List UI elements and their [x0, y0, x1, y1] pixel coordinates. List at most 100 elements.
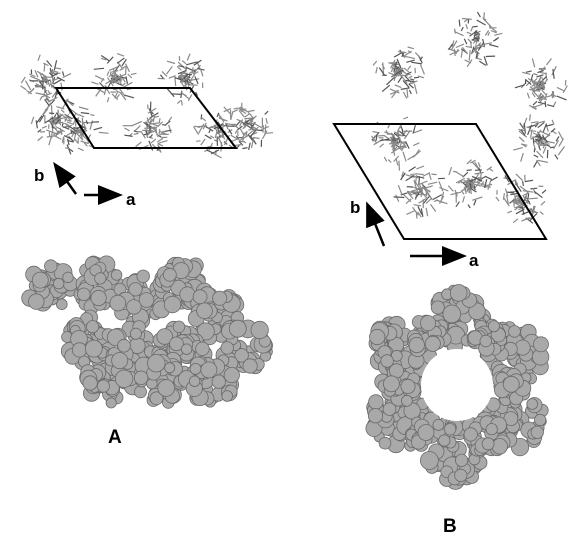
bond-stick: [223, 108, 232, 113]
bond-stick: [114, 63, 121, 73]
bond-stick: [115, 73, 123, 79]
bond-stick: [115, 93, 120, 100]
bond-stick: [239, 119, 244, 127]
bond-stick: [503, 197, 510, 207]
bond-stick: [408, 75, 413, 79]
bond-stick: [77, 147, 84, 152]
bond-stick: [93, 67, 105, 70]
atom-sphere: [400, 394, 413, 407]
bond-stick: [422, 195, 431, 205]
atom-sphere: [212, 290, 228, 306]
bond-stick: [530, 133, 541, 140]
atom-sphere: [169, 336, 184, 352]
bond-stick: [484, 175, 492, 180]
bond-stick: [35, 85, 45, 88]
bond-stick: [539, 144, 547, 147]
bond-stick: [55, 125, 65, 133]
bond-stick: [414, 193, 420, 199]
bond-stick: [466, 159, 472, 165]
bond-stick: [460, 49, 463, 58]
bond-stick: [382, 62, 384, 74]
bond-stick: [411, 61, 422, 65]
bond-stick: [389, 88, 400, 94]
bond-stick: [515, 183, 522, 193]
atom-sphere: [149, 391, 164, 406]
bond-stick: [527, 124, 533, 136]
bond-stick: [431, 173, 437, 176]
bond-stick: [455, 201, 460, 208]
bond-stick: [484, 30, 490, 36]
bond-stick: [60, 82, 63, 91]
bond-stick: [404, 55, 416, 60]
bond-stick: [482, 17, 487, 21]
bond-stick: [425, 197, 433, 205]
bond-stick: [465, 24, 469, 30]
bond-stick: [529, 86, 534, 90]
bond-stick: [178, 65, 185, 68]
atom-sphere: [163, 295, 182, 314]
atom-sphere: [138, 292, 155, 308]
bond-stick: [194, 125, 201, 128]
bond-stick: [403, 116, 409, 120]
atom-sphere: [420, 315, 437, 332]
bond-stick: [482, 38, 486, 47]
bond-stick: [379, 138, 390, 142]
bond-stick: [517, 195, 524, 205]
bond-stick: [527, 77, 538, 85]
bond-stick: [469, 42, 473, 48]
bond-stick: [78, 114, 85, 118]
atom-sphere: [417, 424, 435, 441]
bond-stick: [413, 142, 420, 147]
bond-stick: [47, 89, 51, 95]
atom-sphere: [109, 294, 127, 312]
bond-stick: [100, 77, 105, 83]
bond-stick: [475, 30, 481, 35]
bond-stick: [161, 70, 168, 77]
bond-stick: [476, 11, 481, 18]
bond-stick: [539, 211, 544, 215]
bond-stick: [248, 142, 251, 151]
bond-stick: [200, 138, 206, 146]
bond-stick: [124, 94, 135, 99]
atom-sphere: [211, 374, 226, 389]
bond-stick: [518, 136, 525, 143]
central-pore: [421, 349, 493, 421]
bond-stick: [532, 100, 538, 106]
bond-stick: [480, 172, 482, 180]
atom-sphere: [133, 370, 149, 386]
bond-stick: [466, 185, 471, 193]
bond-stick: [386, 77, 395, 86]
bond-stick: [49, 79, 53, 89]
bond-stick: [514, 84, 525, 89]
bond-stick: [541, 189, 547, 194]
panel-a-b-axis-arrow: [53, 161, 78, 195]
bond-stick: [165, 120, 171, 126]
bond-stick: [98, 82, 105, 89]
bond-stick: [546, 104, 555, 108]
bond-stick: [239, 128, 245, 136]
bond-stick: [439, 186, 449, 192]
bond-stick: [522, 144, 527, 148]
bond-stick: [155, 126, 158, 136]
atom-sphere: [454, 468, 468, 482]
bond-stick: [532, 132, 538, 136]
bond-stick: [39, 96, 43, 101]
bond-stick: [75, 130, 85, 134]
bond-stick: [205, 125, 214, 132]
bond-stick: [378, 67, 386, 76]
bond-stick: [477, 44, 486, 48]
bond-stick: [517, 201, 522, 206]
bond-stick: [520, 143, 528, 146]
bond-stick: [43, 63, 46, 72]
bond-stick: [168, 75, 176, 79]
bond-stick: [265, 117, 268, 124]
bond-stick: [100, 57, 107, 61]
bond-stick: [71, 130, 76, 138]
bond-stick: [390, 141, 397, 148]
bond-stick: [482, 183, 493, 187]
bond-stick: [242, 147, 248, 150]
bond-stick: [522, 181, 524, 187]
bond-stick: [486, 166, 493, 171]
bond-stick: [530, 74, 534, 81]
bond-stick: [537, 75, 542, 86]
